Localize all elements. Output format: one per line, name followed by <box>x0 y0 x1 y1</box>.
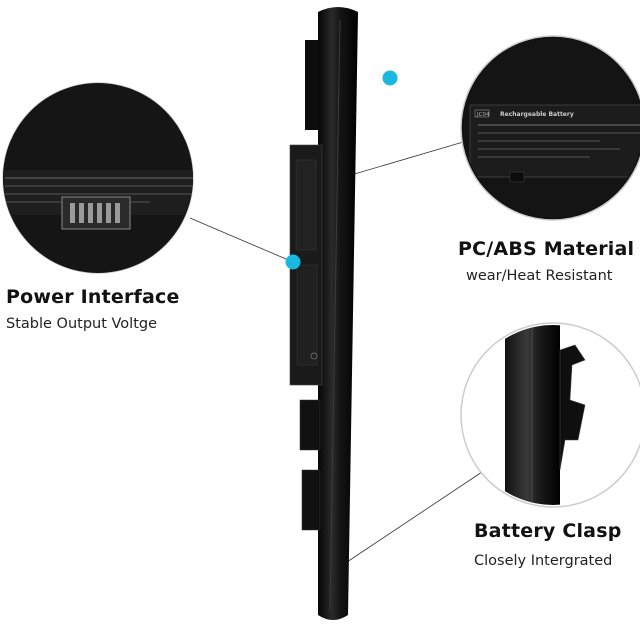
feature-subtitle-power: Stable Output Voltge <box>6 316 158 332</box>
feature-title-clasp: Battery Clasp <box>474 520 622 542</box>
accent-dot-top <box>382 70 398 86</box>
accent-dot-connector <box>285 254 301 270</box>
feature-subtitle-material: wear/Heat Resistant <box>466 268 613 284</box>
zoom-circle-material: JC04 Rechargeable Battery <box>460 35 640 221</box>
pointer-line-power <box>189 217 294 263</box>
zoom-circle-clasp <box>460 322 640 508</box>
feature-title-material: PC/ABS Material <box>458 238 635 260</box>
feature-title-power: Power Interface <box>6 286 180 308</box>
label-heading-text: Rechargeable Battery <box>500 111 574 118</box>
label-model-text: JC04 <box>476 112 490 118</box>
feature-subtitle-clasp: Closely Intergrated <box>474 553 613 569</box>
zoom-circle-power <box>2 82 194 274</box>
battery-body <box>289 7 358 620</box>
